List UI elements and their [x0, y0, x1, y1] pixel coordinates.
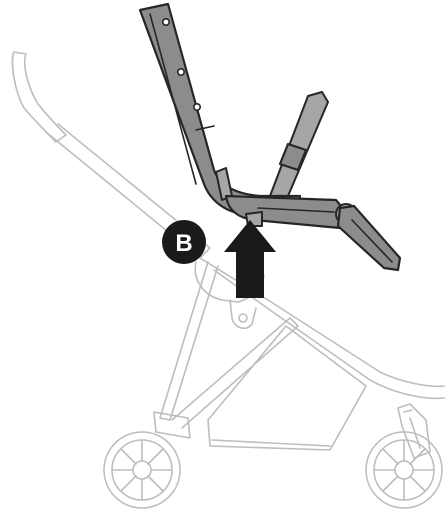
- storage-basket-bottom: [211, 439, 331, 447]
- seat-frame: [138, 2, 402, 272]
- rear-wheel-spokes: [111, 439, 173, 501]
- rear-wheel-tire: [103, 431, 181, 509]
- step-marker: B: [162, 220, 206, 264]
- front-wheel-spokes: [373, 439, 435, 501]
- seat-bracket-outline: [229, 299, 257, 330]
- seat-backrest-seam: [195, 125, 215, 131]
- seat-adjust-hole-2: [177, 68, 186, 77]
- stroller-frame-outline: [11, 51, 445, 509]
- stroller-top-rail-lower: [213, 269, 445, 400]
- seat-leg-rest-edge: [351, 219, 393, 263]
- seat-base-edge: [257, 207, 335, 213]
- stroller-handle: [11, 51, 67, 143]
- rear-axle-brace: [153, 411, 191, 439]
- step-marker-circle: [162, 220, 206, 264]
- front-fork-detail: [403, 409, 421, 449]
- seat-side-tube-band: [278, 142, 308, 172]
- lift-direction-arrow: [224, 220, 276, 298]
- stroller-top-rail: [199, 257, 445, 388]
- step-marker-label: B: [175, 230, 192, 257]
- seat-adjust-hole-1: [162, 17, 171, 26]
- seat-bracket-hole: [238, 313, 248, 323]
- seat-side-tube: [269, 91, 329, 197]
- seat-backrest-edge: [149, 13, 197, 185]
- front-fork: [397, 403, 431, 459]
- seat-adjust-hole-3: [193, 103, 202, 112]
- up-arrow: [224, 220, 276, 298]
- stroller-lower-frame: [171, 317, 299, 429]
- stroller-main-tube: [45, 123, 211, 259]
- storage-basket: [207, 325, 367, 451]
- stroller-rear-leg: [159, 261, 219, 421]
